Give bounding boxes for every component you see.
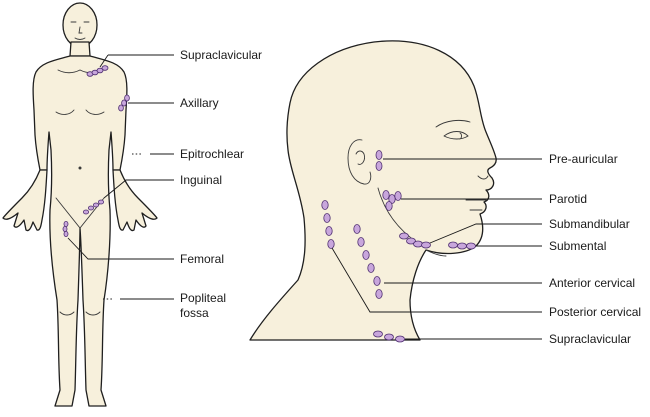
lymph-node: [88, 205, 95, 211]
body-left-hand: [2, 169, 48, 232]
lymph-node: [413, 240, 423, 248]
head-outline: [249, 40, 497, 341]
supraclavicular-nodes-body: [86, 65, 109, 77]
lymph-node: [63, 220, 69, 227]
posterior-cervical-nodes: [321, 200, 335, 249]
lymph-node: [382, 190, 390, 200]
body-neck: [69, 41, 91, 57]
eyebrow: [435, 119, 471, 128]
lymph-node: [375, 150, 383, 160]
lymph-node: [325, 226, 333, 236]
lymph-node: [323, 213, 331, 223]
lymph-node: [399, 232, 409, 240]
lymph-node: [353, 224, 361, 234]
label-submental: Submental: [549, 239, 606, 253]
leader-supraclavicular-body-tail: [99, 54, 109, 68]
body-torso-legs: [32, 55, 128, 407]
label-submandibular: Submandibular: [549, 217, 630, 231]
leader-posterior-cervical: [331, 247, 542, 313]
lymph-node: [98, 199, 105, 205]
eye: [443, 131, 469, 140]
body-navel: [78, 166, 82, 170]
lymph-node: [118, 104, 124, 112]
lymph-node: [421, 241, 431, 249]
lymph-node: [394, 191, 402, 201]
body-right-hand: [112, 169, 158, 232]
leader-inguinal: [103, 179, 174, 199]
body-head: [62, 2, 98, 48]
lymph-node: [93, 202, 100, 208]
body-pelvis: [55, 197, 105, 229]
label-femoral: Femoral: [180, 252, 224, 266]
nostril: [477, 175, 489, 180]
ear: [347, 139, 372, 185]
label-popliteal-line2: fossa: [180, 306, 209, 320]
lymph-node: [124, 94, 130, 102]
lymph-node: [395, 335, 405, 343]
anterior-cervical-nodes: [353, 224, 383, 299]
lymph-node: [457, 242, 467, 250]
lymph-node: [357, 237, 365, 247]
lymph-node: [375, 161, 383, 171]
pre-auricular-nodes: [375, 150, 383, 171]
leader-submandibular: [429, 223, 542, 244]
leader-femoral: [67, 237, 174, 260]
inguinal-nodes: [83, 199, 105, 215]
head-neck-figure: Pre-auricular Parotid Submandibular Subm…: [249, 40, 641, 346]
body-knees: [59, 311, 101, 316]
parotid-nodes: [382, 190, 402, 211]
label-inguinal: Inguinal: [180, 173, 222, 187]
lymph-node: [373, 276, 381, 286]
lymph-node: [384, 333, 394, 341]
lymph-node: [385, 201, 393, 211]
lymph-node: [321, 200, 329, 210]
lymph-node: [83, 209, 90, 215]
lymph-node: [121, 99, 127, 107]
lymph-node: [367, 263, 375, 273]
lymph-node: [101, 65, 109, 71]
lymph-node: [373, 330, 383, 338]
lymph-node: [466, 242, 476, 250]
lymph-node: [63, 230, 69, 237]
lymph-node: [327, 239, 335, 249]
label-popliteal-line1: Popliteal: [180, 291, 226, 305]
label-epitrochlear: Epitrochlear: [180, 147, 244, 161]
label-axillary: Axillary: [180, 96, 219, 110]
axillary-nodes: [118, 94, 130, 112]
body-figure: Supraclavicular Axillary Epitrochlear In…: [2, 2, 262, 407]
lymph-node: [62, 225, 68, 232]
label-pre-auricular: Pre-auricular: [549, 152, 618, 166]
submental-nodes: [448, 241, 476, 250]
body-chest: [55, 109, 105, 115]
lymph-node: [448, 241, 458, 249]
lips: [465, 199, 487, 211]
label-anterior-cervical: Anterior cervical: [549, 276, 635, 290]
label-posterior-cervical: Posterior cervical: [549, 305, 641, 319]
femoral-nodes: [62, 220, 69, 237]
lymph-node: [375, 289, 383, 299]
lymph-node: [362, 250, 370, 260]
lymph-node: [96, 67, 104, 74]
neck-front: [425, 249, 447, 257]
body-face: [70, 21, 90, 40]
submandibular-nodes: [399, 232, 431, 249]
label-supraclavicular-body: Supraclavicular: [180, 48, 262, 62]
label-supraclavicular-head: Supraclavicular: [549, 332, 631, 346]
supraclavicular-nodes-head: [373, 330, 405, 343]
label-parotid: Parotid: [549, 192, 587, 206]
